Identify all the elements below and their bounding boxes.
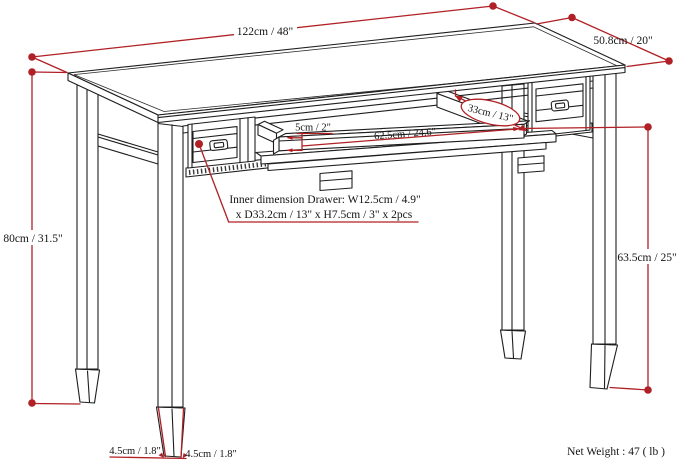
left-stretcher-rail [97,133,159,165]
drawer-note-line2: x D33.2cm / 13" x H7.5cm / 3" x 2pcs [236,209,413,221]
dim-width: 122cm / 48" [28,2,535,74]
dim-foot-left-label: 4.5cm / 1.8" [109,446,161,457]
drawer-note-line1: Inner dimension Drawer: W12.5cm / 4.9" [229,194,420,206]
left-drawer-handle-icon [209,138,229,151]
dim-height: 80cm / 31.5" [2,68,81,407]
dim-foot-right-label: 4.5cm / 1.8" [185,449,237,460]
dim-5cm-label: 5cm / 2" [295,123,331,134]
dim-depth-label: 50.8cm / 20" [593,35,652,47]
dim-tray-floor-height: 63.5cm / 25" [518,123,678,394]
tabletop [67,22,626,124]
dim-tray-floor-label: 63.5cm / 25" [617,252,676,264]
dim-tray-depth: 33cm / 13" [454,89,527,132]
dim-foot: 4.5cm / 1.8" 4.5cm / 1.8" [109,407,237,460]
drawer-note: Inner dimension Drawer: W12.5cm / 4.9" x… [195,140,421,223]
leg-front-left [155,122,186,458]
leg-front-right [589,72,619,390]
net-weight-label: Net Weight : 47 ( lb ) [567,446,665,458]
left-drawer-unit [187,116,256,169]
dim-tray-front-height: 5cm / 2" [286,123,333,153]
tray-slide-bracket [319,170,353,192]
dim-height-label: 80cm / 31.5" [3,233,62,245]
dim-tray-width-label: 62.5cm / 24.6" [374,127,437,143]
dim-tray-width: 62.5cm / 24.6" [301,127,521,147]
dim-depth: 50.8cm / 20" [535,13,673,68]
right-drawer-handle-icon [550,99,570,112]
leg-back-left [74,83,101,404]
dim-width-label: 122cm / 48" [237,26,293,38]
